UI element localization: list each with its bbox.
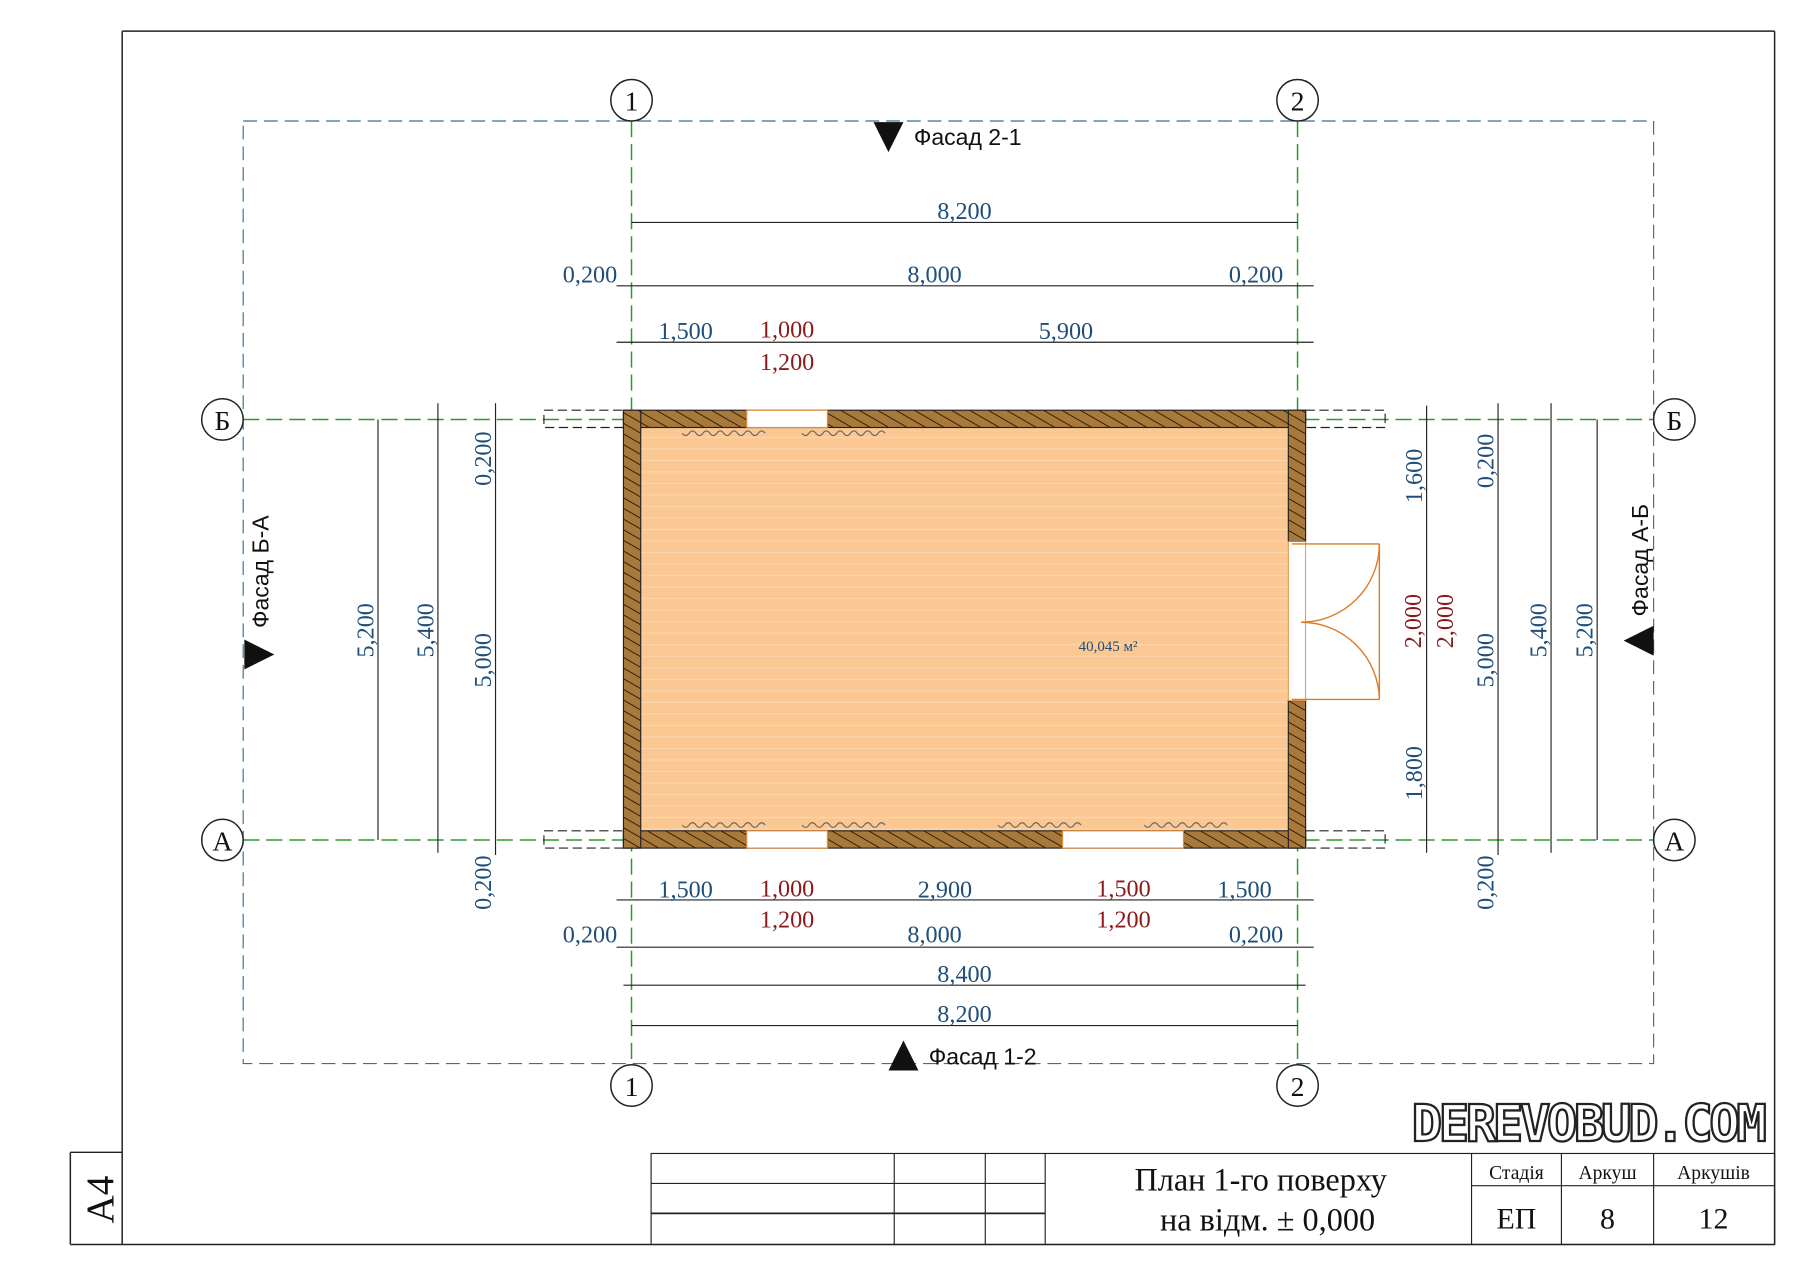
dim-right-seg1: 1,600	[1401, 449, 1428, 503]
sheets-header: Аркушів	[1677, 1163, 1750, 1184]
dim-right-seg3: 1,800	[1401, 746, 1428, 800]
dim-bottom-seg5: 1,500	[1217, 877, 1271, 904]
dim-right-wall-top: 0,200	[1472, 434, 1499, 488]
door-swing	[1291, 543, 1381, 701]
facade-arrow-bottom-icon	[888, 1040, 919, 1071]
dim-top-inner: 8,000	[907, 261, 961, 288]
axis-label-b-left: Б	[215, 405, 231, 436]
facade-label-bottom: Фасад 1-2	[929, 1044, 1037, 1070]
foundation-stubs	[543, 409, 1386, 849]
dim-left-wall-bottom: 0,200	[470, 855, 497, 909]
radiator-icons	[681, 430, 1228, 828]
sheet-title-line1: План 1-го поверху	[1134, 1161, 1386, 1197]
axis-label-2-top: 2	[1291, 86, 1305, 117]
dim-bottom-wall-right: 0,200	[1229, 922, 1283, 949]
dim-bottom-window1-height: 1,200	[760, 907, 814, 934]
dim-bottom-wall-left: 0,200	[563, 922, 617, 949]
sheets-value: 12	[1699, 1202, 1729, 1235]
dim-bottom-window2-width: 1,500	[1096, 875, 1150, 902]
dim-bottom-outer: 8,400	[937, 961, 991, 988]
dim-bottom-window2-height: 1,200	[1096, 907, 1150, 934]
wall-bottom	[622, 830, 1307, 849]
window-top	[746, 409, 828, 429]
dim-top-wall-left: 0,200	[563, 261, 617, 288]
sheet-title-line2: на відм. ± 0,000	[1160, 1202, 1375, 1238]
title-block	[650, 1152, 1776, 1246]
axis-label-b-right: Б	[1666, 405, 1682, 436]
axis-label-1-top: 1	[625, 86, 639, 117]
dim-top-wall-right: 0,200	[1229, 261, 1283, 288]
facade-label-left: Фасад Б-А	[248, 515, 274, 628]
axis-bubbles	[200, 78, 1696, 1107]
sheet-header: Аркуш	[1579, 1163, 1637, 1184]
dim-left-outer: 5,400	[412, 603, 439, 657]
sheet-value: 8	[1600, 1202, 1615, 1235]
dimension-lines	[377, 221, 1598, 1027]
facade-arrow-top-icon	[873, 122, 904, 153]
watermark-logo: DEREVOBUD.COM	[1412, 1094, 1766, 1153]
dim-top-window-width: 1,000	[760, 317, 814, 344]
dim-right-outer: 5,400	[1525, 603, 1552, 657]
dim-top-seg1: 1,500	[658, 318, 712, 345]
dim-right-axes: 5,200	[1572, 603, 1599, 657]
facade-arrow-right-icon	[1623, 625, 1654, 656]
dim-right-wall-bottom: 0,200	[1472, 855, 1499, 909]
dim-bottom-seg1: 1,500	[658, 877, 712, 904]
dim-left-inner: 5,000	[470, 633, 497, 687]
facade-label-right: Фасад А-Б	[1627, 504, 1653, 617]
axis-label-1-bottom: 1	[625, 1071, 639, 1102]
dim-right-door-height: 2,000	[1432, 594, 1459, 648]
room-area: 40,045 м²	[1079, 639, 1138, 655]
dim-top-window-height: 1,200	[760, 349, 814, 376]
dim-bottom-inner: 8,000	[907, 922, 961, 949]
window-bottom-1	[746, 830, 828, 849]
room-floor	[640, 427, 1289, 831]
dim-right-inner: 5,000	[1472, 633, 1499, 687]
sheet-format: A4	[79, 1176, 122, 1224]
facade-arrow-left-icon	[244, 639, 275, 670]
dim-bottom-window1-width: 1,000	[760, 875, 814, 902]
facade-label-top: Фасад 2-1	[914, 124, 1022, 150]
dim-left-wall-top: 0,200	[470, 431, 497, 485]
dim-top-overall: 8,200	[937, 198, 991, 225]
stage-value: ЕП	[1497, 1202, 1537, 1235]
axis-label-a-right: А	[1664, 825, 1684, 856]
axis-label-2-bottom: 2	[1291, 1071, 1305, 1102]
window-bottom-2	[1061, 830, 1185, 849]
wall-right-lower	[1287, 700, 1307, 849]
dim-bottom-seg3: 2,900	[918, 877, 972, 904]
dim-right-door-width: 2,000	[1400, 594, 1427, 648]
axis-label-a-left: А	[212, 825, 232, 856]
dim-top-seg3: 5,900	[1039, 318, 1093, 345]
wall-right-upper	[1287, 409, 1307, 543]
door-opening	[1287, 541, 1307, 702]
dim-bottom-axes: 8,200	[937, 1001, 991, 1028]
wall-left	[622, 409, 642, 849]
building	[543, 409, 1386, 849]
dim-left-axes: 5,200	[352, 603, 379, 657]
stage-header: Стадія	[1489, 1163, 1544, 1184]
facade-boundary	[242, 120, 1655, 1065]
wall-top	[622, 409, 1307, 429]
